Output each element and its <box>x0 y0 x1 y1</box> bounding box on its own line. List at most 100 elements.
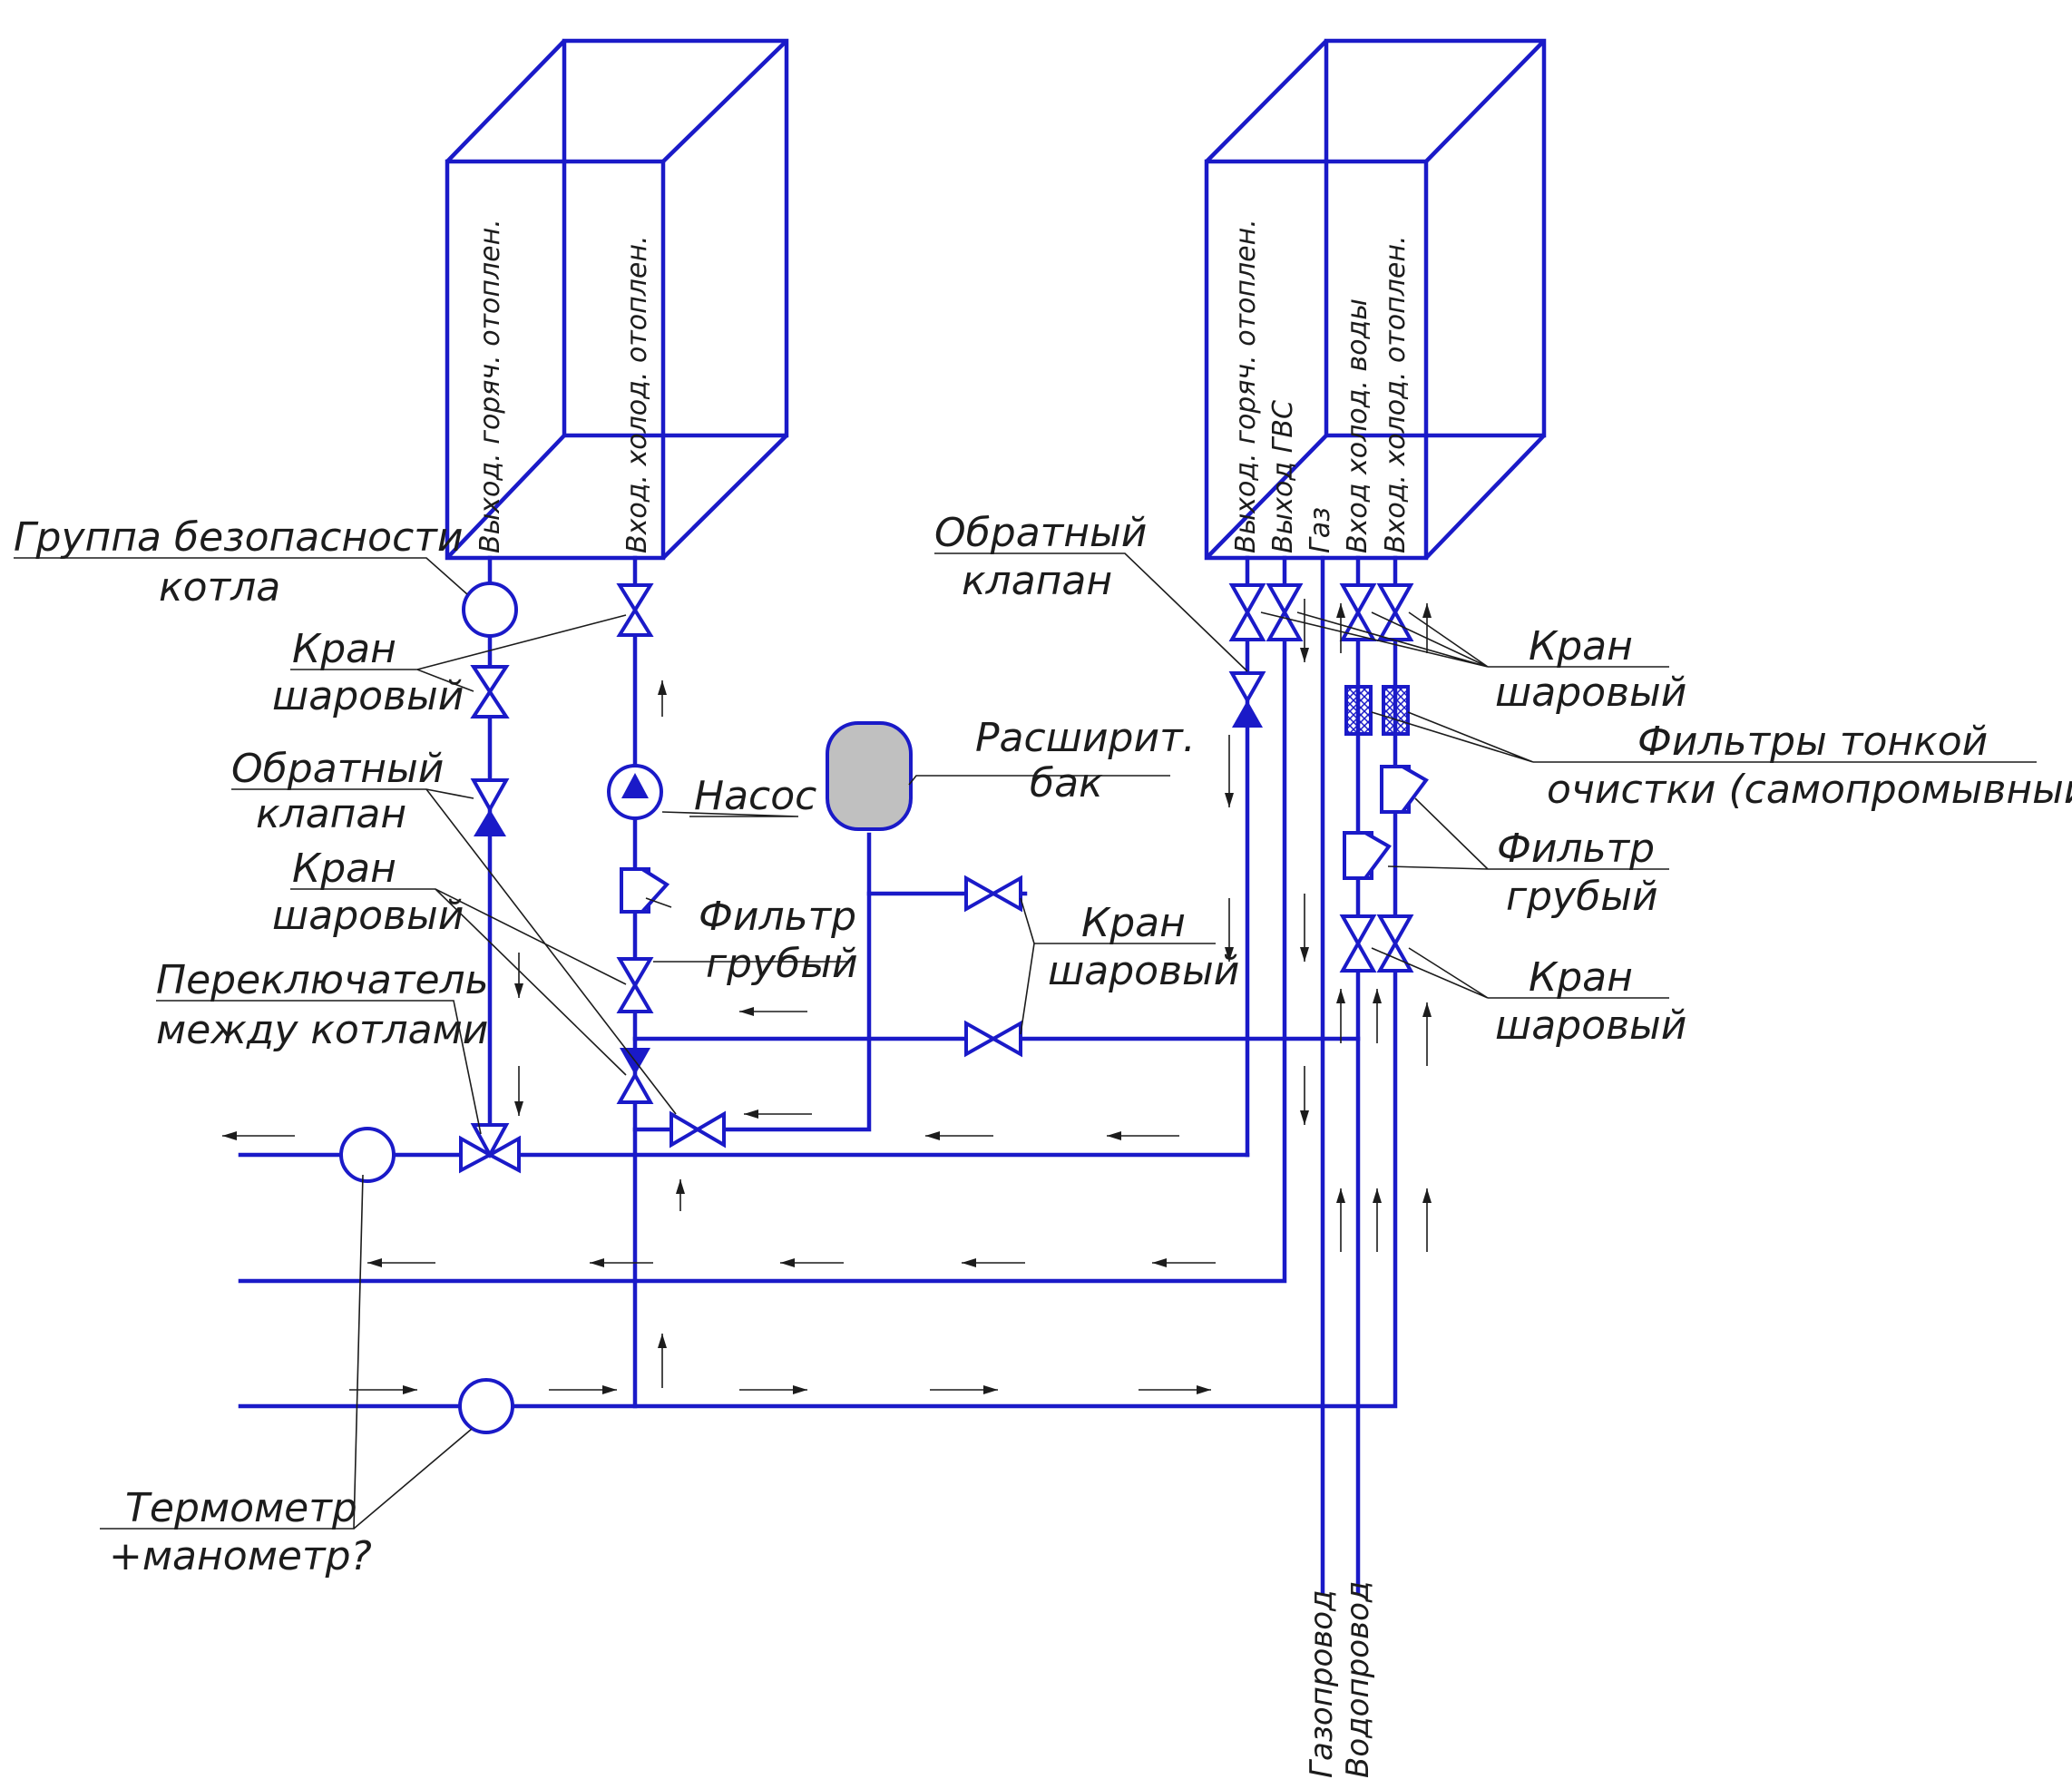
flow-arrow-head <box>983 1385 998 1394</box>
flow-arrow-head <box>793 1385 807 1394</box>
flow-arrow-head <box>1336 603 1345 618</box>
label-gas-main: Газопровод <box>1304 1589 1340 1778</box>
check-valve-left-hot <box>470 778 510 836</box>
label-fine-filters-2: очистки (самопромывный?) <box>1547 767 2072 813</box>
thermometer-return <box>458 1378 514 1434</box>
label-coarse-filter-a-1: Фильтр <box>699 894 856 940</box>
ball-valve-right-return-lower <box>1376 914 1414 973</box>
flow-arrow-head <box>925 1131 940 1140</box>
ball-valve-right-water <box>1339 583 1377 641</box>
label-check-valve-a-2: клапан <box>256 791 406 837</box>
label-ball-valve-a-1: Кран <box>292 626 396 672</box>
label-exp-tank-1: Расширит. <box>975 715 1196 761</box>
label-ball-valve-a-2: шаровый <box>272 673 464 719</box>
boiler-right <box>1204 38 1547 561</box>
thermometer-supply <box>339 1127 396 1183</box>
flow-arrow-head <box>739 1007 754 1016</box>
label-thermometer-1: Термометр <box>125 1485 357 1531</box>
circulation-pump <box>607 764 663 820</box>
ball-valve-left-hot <box>470 665 510 719</box>
expansion-tank <box>826 721 913 831</box>
flow-arrow-head <box>1300 1110 1309 1125</box>
callouts: Группа безопасности котла Кран шаровый О… <box>14 510 2072 1778</box>
label-ball-valve-e-1: Кран <box>1529 954 1633 1001</box>
flow-arrow-head <box>1300 648 1309 662</box>
port-label-right-hot-out: Выход. горяч. отоплен. <box>1230 219 1262 553</box>
ball-valve-left-cold <box>616 583 654 637</box>
label-thermometer-2: +манометр? <box>109 1533 372 1579</box>
flow-arrow-head <box>1107 1131 1121 1140</box>
flow-arrow-head <box>602 1385 617 1394</box>
flow-arrow-head <box>658 680 667 695</box>
flow-arrow-head <box>1422 1188 1432 1203</box>
coarse-filter-left <box>620 867 670 914</box>
ball-valve-exp-tank <box>964 875 1022 913</box>
flow-arrow-head <box>962 1258 976 1267</box>
label-check-valve-b-1: Обратный <box>934 510 1147 556</box>
ball-valve-bypass <box>669 1110 726 1149</box>
flow-arrow-head <box>1373 1188 1382 1203</box>
flow-arrows <box>222 599 1432 1394</box>
label-ball-valve-c-1: Кран <box>1081 900 1186 946</box>
flow-arrow-head <box>1152 1258 1167 1267</box>
flow-arrow-head <box>658 1334 667 1348</box>
fine-filter-return <box>1382 685 1410 736</box>
flow-arrow-head <box>1422 1002 1432 1017</box>
flow-arrow-head <box>1373 989 1382 1003</box>
label-check-valve-b-2: клапан <box>962 558 1112 604</box>
flow-arrow-head <box>222 1131 237 1140</box>
label-coarse-filter-b-2: грубый <box>1506 874 1658 920</box>
check-valve-right-hot <box>1228 671 1266 728</box>
ball-valve-left-cold-lower <box>616 957 654 1013</box>
label-safety-group-1: Группа безопасности <box>14 514 464 561</box>
flow-arrow-head <box>514 1101 523 1116</box>
flow-arrow-head <box>1197 1385 1211 1394</box>
label-exp-tank-2: бак <box>1030 760 1103 807</box>
port-label-right-gas: Газ <box>1305 507 1336 553</box>
label-water-main: Водопровод <box>1340 1581 1376 1778</box>
ball-valve-right-cold <box>1376 583 1414 641</box>
label-coarse-filter-a-2: грубый <box>706 941 858 987</box>
label-check-valve-a-1: Обратный <box>231 746 444 792</box>
port-label-right-cold-in: Вход. холод. отоплен. <box>1380 235 1412 553</box>
flow-arrow-head <box>744 1110 758 1119</box>
label-coarse-filter-b-1: Фильтр <box>1497 826 1655 872</box>
flow-arrow-head <box>403 1385 417 1394</box>
boiler-right-port-labels: Выход. горяч. отоплен. Выход ГВС Газ Вхо… <box>1230 219 1412 553</box>
flow-arrow-head <box>590 1258 604 1267</box>
label-switch-1: Переключатель <box>156 957 489 1003</box>
port-label-left-cold-in: Вход. холод. отоплен. <box>621 235 653 553</box>
label-fine-filters-1: Фильтры тонкой <box>1637 719 1988 765</box>
port-label-right-cold-water: Вход холод. воды <box>1342 298 1373 553</box>
label-ball-valve-b-2: шаровый <box>272 893 464 939</box>
flow-arrow-head <box>780 1258 795 1267</box>
label-ball-valve-e-2: шаровый <box>1495 1002 1686 1049</box>
ball-valve-right-dhw <box>1266 583 1304 641</box>
label-switch-2: между котлами <box>156 1007 488 1053</box>
label-ball-valve-d-2: шаровый <box>1495 670 1686 716</box>
label-pump: Насос <box>694 773 816 819</box>
label-ball-valve-b-1: Кран <box>292 846 396 892</box>
flow-arrow-head <box>1300 947 1309 962</box>
ball-valve-right-water-lower <box>1339 914 1377 973</box>
flow-arrow-head <box>367 1258 382 1267</box>
flow-arrow-head <box>1422 603 1432 618</box>
coarse-filter-right-water <box>1343 831 1392 880</box>
fine-filter-water <box>1344 685 1373 736</box>
flow-arrow-head <box>1225 947 1234 962</box>
label-ball-valve-d-1: Кран <box>1529 623 1633 670</box>
flow-arrow-head <box>1225 793 1234 807</box>
port-label-left-hot-out: Выход. горяч. отоплен. <box>474 219 506 553</box>
ball-valve-right-hot <box>1228 583 1266 641</box>
leader-lines <box>14 552 2037 1530</box>
flow-arrow-head <box>514 983 523 998</box>
boiler-switch-valve <box>459 1123 521 1174</box>
flow-arrow-head <box>676 1179 685 1194</box>
ball-valve-crossover <box>964 1020 1022 1058</box>
label-ball-valve-c-2: шаровый <box>1048 948 1239 994</box>
coarse-filter-right-return <box>1380 765 1429 814</box>
flow-arrow-head <box>1336 1188 1345 1203</box>
boiler-left-port-labels: Выход. горяч. отоплен. Вход. холод. отоп… <box>474 219 653 553</box>
label-safety-group-2: котла <box>159 564 280 611</box>
